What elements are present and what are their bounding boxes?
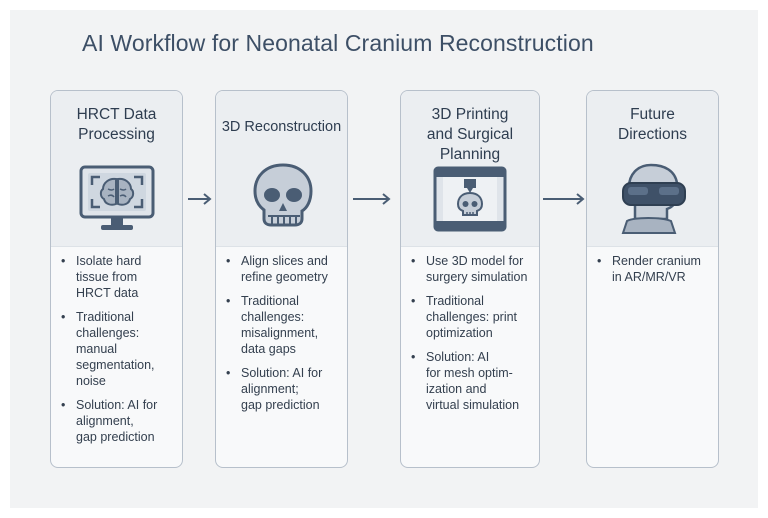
bullet-item: Solution: AI for alignment, gap predicti… xyxy=(61,397,176,445)
card-title: 3D Printing and Surgical Planning xyxy=(426,106,514,163)
bullet-item: Traditional challenges: misalignment, da… xyxy=(226,293,341,357)
arrow-right-icon xyxy=(543,193,585,205)
arrow-right-icon xyxy=(353,193,391,205)
bullet-item: Isolate hard tissue from HRCT data xyxy=(61,253,176,301)
step-card-reconstruction: 3D Reconstruction Align slices and refin… xyxy=(215,90,348,468)
monitor-brain-icon xyxy=(79,165,155,230)
bullet-item: Render cranium in AR/MR/VR xyxy=(597,253,712,285)
step-card-future-directions: Future Directions Render cranium in AR/M… xyxy=(586,90,719,468)
card-title: 3D Reconstruction xyxy=(221,119,342,135)
bullet-item: Solution: AI for alignment; gap predicti… xyxy=(226,365,341,413)
bullet-list: Align slices and refine geometry Traditi… xyxy=(226,253,341,421)
step-card-hrct: HRCT Data Processing Isolate hard tissue… xyxy=(50,90,183,468)
diagram-title: AI Workflow for Neonatal Cranium Reconst… xyxy=(82,30,594,56)
bullet-list: Render cranium in AR/MR/VR xyxy=(597,253,712,293)
skull-icon xyxy=(253,163,313,227)
bullet-item: Traditional challenges: manual segmentat… xyxy=(61,309,176,389)
3d-printer-icon xyxy=(433,166,507,232)
bullet-item: Traditional challenges: print optimizati… xyxy=(411,293,533,341)
bullet-item: Align slices and refine geometry xyxy=(226,253,341,285)
vr-headset-icon xyxy=(621,163,686,234)
arrow-right-icon xyxy=(188,193,212,205)
step-card-3d-printing: 3D Printing and Surgical Planning Use 3D… xyxy=(400,90,540,468)
card-title: Future Directions xyxy=(618,106,687,143)
bullet-item: Solution: AI for mesh optim- ization and… xyxy=(411,349,533,413)
bullet-list: Use 3D model for surgery simulation Trad… xyxy=(411,253,533,421)
card-title: HRCT Data Processing xyxy=(76,106,157,143)
bullet-list: Isolate hard tissue from HRCT data Tradi… xyxy=(61,253,176,453)
bullet-item: Use 3D model for surgery simulation xyxy=(411,253,533,285)
